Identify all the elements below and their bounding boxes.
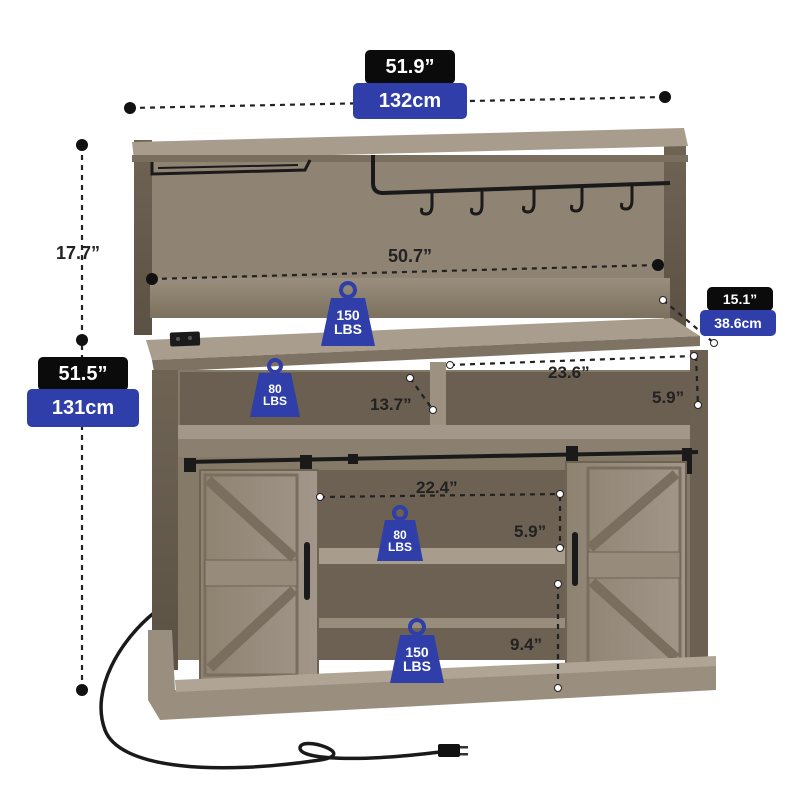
weight-bottom-unit: LBS	[403, 658, 431, 674]
cabinet-lower-height-label: 9.4”	[510, 635, 543, 654]
hutch-lip	[150, 278, 670, 318]
upper-shelf-height-label: 5.9”	[652, 388, 685, 407]
width-inch-badge: 51.9”	[365, 50, 455, 84]
weight-bottom-value: 150	[405, 644, 429, 660]
hooks	[420, 184, 634, 216]
depth-cm-badge: 38.6cm	[700, 310, 776, 336]
hutch-top	[132, 128, 688, 160]
cabinet-left-side	[152, 370, 178, 670]
counter-top	[146, 318, 700, 360]
upper-cubby-width-label: 13.7”	[370, 395, 412, 414]
weight-middle-unit: LBS	[388, 540, 412, 554]
width-cm-badge: 132cm	[353, 83, 467, 119]
cabinet-right-side	[690, 350, 708, 660]
plug	[438, 744, 460, 757]
weight-top-unit: LBS	[334, 321, 362, 337]
hutch-height-label: 17.7”	[56, 243, 101, 263]
hutch-back	[148, 158, 670, 288]
hutch-left-side	[134, 140, 152, 335]
power-cord	[99, 610, 441, 770]
left-barn-door	[199, 469, 319, 681]
weight-middle-value: 80	[393, 528, 407, 542]
depth-inch-badge: 15.1”	[707, 287, 773, 311]
cabinet-shelf-height-label: 5.9”	[514, 522, 547, 541]
cubby-divider	[430, 362, 446, 432]
right-barn-door	[565, 461, 687, 675]
middle-shelf	[318, 548, 566, 564]
power-outlet	[169, 331, 201, 347]
hutch-width-label: 50.7”	[388, 246, 433, 266]
cabinet-base	[148, 630, 716, 720]
upper-shelf-width-label: 23.6”	[548, 363, 590, 382]
weight-top-value: 150	[336, 307, 360, 323]
height-inch-badge: 51.5”	[38, 357, 128, 391]
weight-upper-value: 80	[268, 382, 282, 396]
height-cm-badge: 131cm	[27, 389, 139, 427]
weight-upper-unit: LBS	[263, 394, 287, 408]
cabinet-width-label: 22.4”	[416, 478, 458, 497]
